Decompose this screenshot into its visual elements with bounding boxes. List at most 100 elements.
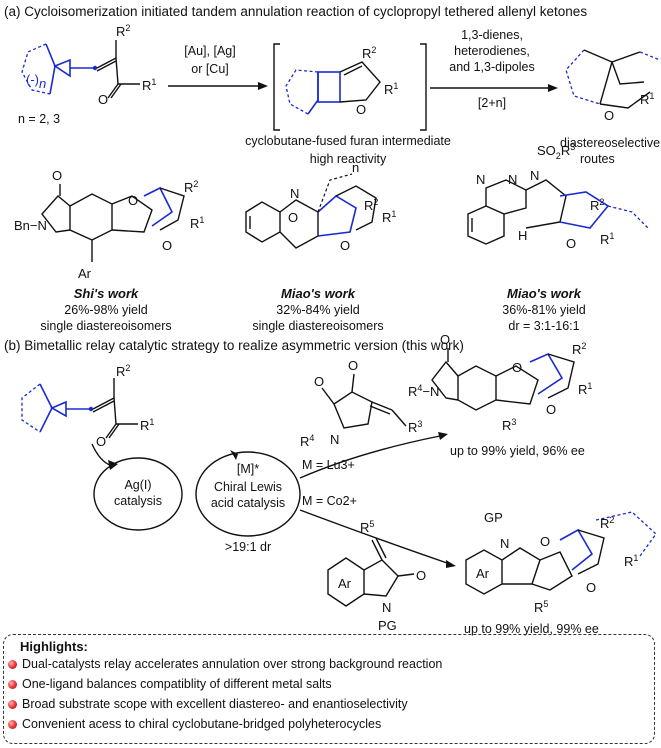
intermediate-label: cyclobutane-fused furan intermediate bbox=[245, 134, 451, 148]
svg-text:R2: R2 bbox=[116, 363, 130, 379]
annulation-product-structure bbox=[565, 49, 661, 109]
highlight-item: One-ligand balances compatiblity of diff… bbox=[8, 677, 332, 691]
acid-catalysis-label: acid catalysis bbox=[210, 496, 286, 510]
svg-text:R2: R2 bbox=[184, 179, 198, 195]
result-1-label: up to 99% yield, 96% ee bbox=[450, 444, 585, 458]
reagent-1: 1,3-dienes, bbox=[461, 28, 523, 42]
bullet-icon bbox=[8, 659, 17, 669]
svg-text:O: O bbox=[128, 193, 138, 208]
svg-text:SO2R3: SO2R3 bbox=[537, 142, 575, 161]
svg-text:O: O bbox=[512, 360, 522, 375]
ag-catalysis-label-1: Ag(I) bbox=[124, 478, 152, 492]
work-1-note: single diastereoisomers bbox=[40, 319, 172, 333]
svg-text:R2: R2 bbox=[572, 341, 586, 357]
work-2-name: Miao's work bbox=[281, 286, 355, 301]
intermediate-structure bbox=[285, 61, 381, 115]
product-sublabel: routes bbox=[580, 152, 615, 166]
svg-text:R2: R2 bbox=[364, 197, 378, 213]
highlight-text: Dual-catalysts relay accelerates annulat… bbox=[22, 657, 443, 671]
pyrrolidinedione-structure bbox=[321, 373, 407, 429]
catalysts-label: [Au], [Ag] bbox=[184, 44, 236, 58]
highlights-title: Highlights: bbox=[20, 639, 88, 654]
svg-text:N: N bbox=[500, 536, 509, 551]
work-2-note: single diastereoisomers bbox=[252, 319, 384, 333]
bullet-icon bbox=[8, 679, 17, 689]
work-1-yield: 26%-98% yield bbox=[64, 303, 148, 317]
reagent-3: and 1,3-dipoles bbox=[449, 60, 535, 74]
highlight-item: Convenient acess to chiral cyclobutane-b… bbox=[8, 717, 381, 731]
chiral-lewis-label: Chiral Lewis bbox=[213, 480, 283, 494]
bullet-icon bbox=[8, 719, 17, 729]
svg-text:R1: R1 bbox=[640, 91, 654, 107]
section-b-allenyl-structure bbox=[21, 378, 138, 439]
work-3-yield: 36%-81% yield bbox=[502, 303, 586, 317]
chiral-lewis-acid-cycle bbox=[195, 451, 301, 537]
product-label: diastereoselective bbox=[560, 136, 661, 150]
reagent-2: heterodienes, bbox=[454, 44, 530, 58]
miao-work-structure-2 bbox=[467, 179, 649, 245]
metal-lu-label: M = Lu3+ bbox=[302, 458, 355, 472]
svg-text:O: O bbox=[440, 332, 450, 347]
svg-text:R2: R2 bbox=[590, 197, 604, 213]
result-2-label: up to 99% yield, 99% ee bbox=[464, 622, 599, 636]
section-b-title: (b) Bimetallic relay catalytic strategy … bbox=[4, 338, 464, 353]
svg-text:R1: R1 bbox=[190, 215, 204, 231]
svg-text:R3: R3 bbox=[502, 417, 516, 433]
svg-text:R5: R5 bbox=[534, 599, 548, 615]
svg-text:O: O bbox=[416, 568, 426, 583]
oxindole-structure bbox=[327, 537, 415, 607]
svg-text:n: n bbox=[352, 160, 359, 175]
svg-text:Bn−N: Bn−N bbox=[14, 218, 47, 233]
work-3-note: dr = 3:1-16:1 bbox=[508, 319, 580, 333]
o-label: O bbox=[98, 92, 108, 107]
ag-catalysis-cycle bbox=[93, 457, 183, 531]
intermediate-sublabel: high reactivity bbox=[309, 152, 387, 166]
svg-text:R4: R4 bbox=[300, 433, 314, 449]
svg-text:R4−N: R4−N bbox=[408, 383, 439, 399]
svg-text:N: N bbox=[530, 168, 539, 183]
svg-text:PG: PG bbox=[378, 618, 397, 633]
svg-text:GP: GP bbox=[484, 510, 503, 525]
svg-text:R2: R2 bbox=[600, 515, 614, 531]
miao-work-structure-1 bbox=[245, 173, 377, 249]
svg-text:O: O bbox=[52, 168, 62, 183]
ag-catalysis-label-2: catalysis bbox=[114, 494, 162, 508]
svg-text:N: N bbox=[476, 172, 485, 187]
highlight-text: Convenient acess to chiral cyclobutane-b… bbox=[22, 717, 382, 731]
work-2-yield: 32%-84% yield bbox=[276, 303, 360, 317]
svg-text:N: N bbox=[290, 186, 299, 201]
svg-text:O: O bbox=[586, 580, 596, 595]
svg-text:N: N bbox=[382, 600, 391, 615]
svg-text:R1: R1 bbox=[600, 231, 614, 247]
metal-co-label: M = Co2+ bbox=[302, 494, 357, 508]
svg-text:O: O bbox=[162, 238, 172, 253]
n-subscript: (-)n bbox=[26, 72, 46, 91]
highlight-item: Broad substrate scope with excellent dia… bbox=[8, 697, 408, 711]
shi-work-structure bbox=[41, 184, 185, 262]
section-a-title: (a) Cycloisomerization initiated tandem … bbox=[4, 4, 588, 19]
work-3-name: Miao's work bbox=[507, 286, 581, 301]
svg-text:O: O bbox=[314, 374, 324, 389]
chiral-catalyst-label: [M]* bbox=[236, 462, 260, 476]
catalysts-label-2: or [Cu] bbox=[191, 62, 229, 76]
svg-text:Ar: Ar bbox=[78, 266, 92, 281]
svg-text:R1: R1 bbox=[382, 209, 396, 225]
highlight-text: Broad substrate scope with excellent dia… bbox=[22, 697, 408, 711]
svg-text:O: O bbox=[566, 236, 576, 251]
svg-text:Ar: Ar bbox=[476, 566, 490, 581]
product-1-structure bbox=[431, 348, 575, 411]
svg-text:O: O bbox=[540, 534, 550, 549]
svg-text:R1: R1 bbox=[624, 553, 638, 569]
svg-text:R5: R5 bbox=[360, 519, 374, 535]
svg-text:H: H bbox=[518, 228, 527, 243]
cycloaddition-label: [2+n] bbox=[477, 96, 507, 110]
svg-text:O: O bbox=[340, 238, 350, 253]
r2-label: R2 bbox=[116, 23, 130, 39]
highlight-item: Dual-catalysts relay accelerates annulat… bbox=[8, 657, 442, 671]
svg-text:R1: R1 bbox=[384, 81, 398, 97]
bullet-icon bbox=[8, 699, 17, 709]
svg-text:R1: R1 bbox=[140, 417, 154, 433]
highlight-text: One-ligand balances compatiblity of diff… bbox=[22, 677, 332, 691]
svg-text:N: N bbox=[330, 432, 339, 447]
